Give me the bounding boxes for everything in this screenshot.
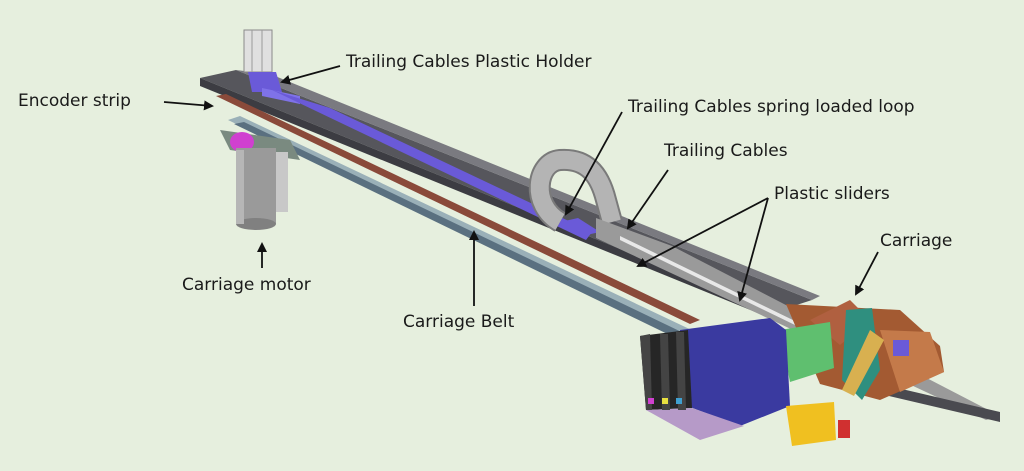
label-encoder-strip: Encoder strip — [18, 91, 131, 111]
cable-plastic-holder — [243, 29, 300, 104]
arrow-holder — [280, 65, 341, 85]
label-carriage: Carriage — [880, 231, 953, 251]
arrow-encoder — [163, 100, 214, 111]
label-trailing-cables: Trailing Cables — [664, 141, 788, 161]
arrow-cables — [626, 169, 669, 230]
arrow-carriage — [855, 251, 879, 296]
label-cable-loop: Trailing Cables spring loaded loop — [628, 97, 915, 117]
trailing-cable-loop — [528, 148, 623, 236]
label-plastic-sliders: Plastic sliders — [774, 184, 890, 204]
leader-lines — [163, 65, 879, 306]
arrow-loop — [565, 111, 623, 216]
encoder-strip — [216, 94, 700, 324]
label-carriage-belt: Carriage Belt — [403, 312, 515, 332]
print-carriage — [786, 300, 944, 400]
label-cable-holder: Trailing Cables Plastic Holder — [346, 52, 592, 72]
ink-cartridge-block — [640, 318, 790, 440]
arrow-slider-1 — [636, 197, 769, 267]
arrow-slider-2 — [737, 197, 769, 302]
yellow-gear-part — [786, 402, 850, 446]
carriage-motor — [220, 130, 300, 230]
green-cartridge-cover — [780, 322, 834, 382]
label-carriage-motor: Carriage motor — [182, 275, 311, 295]
carriage-belt — [228, 116, 700, 342]
blue-slider-track — [272, 90, 592, 240]
